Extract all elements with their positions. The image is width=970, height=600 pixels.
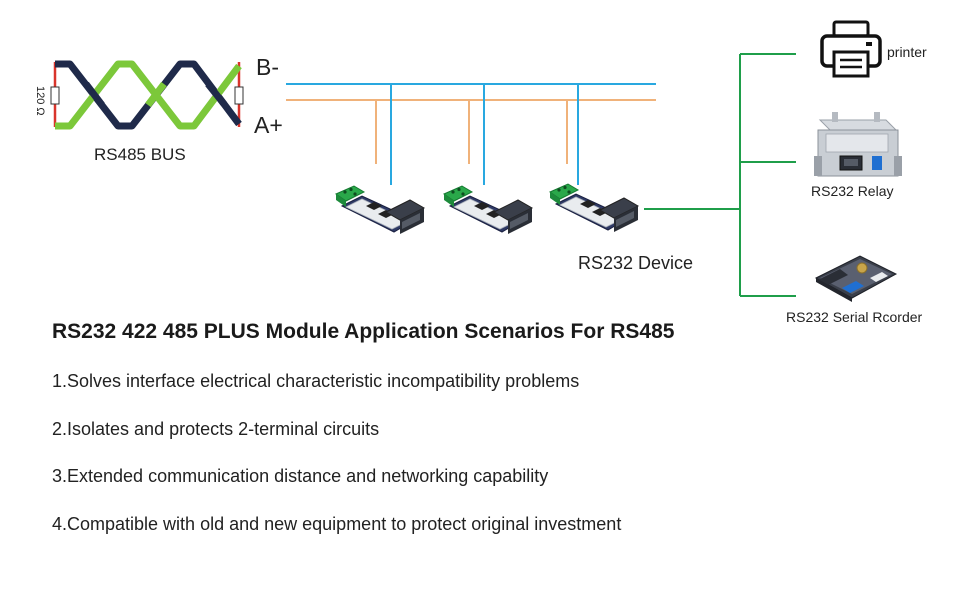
rs232-device-label: RS232 Device — [578, 253, 694, 273]
printer-label: printer — [887, 44, 927, 60]
twist-cross-2 — [145, 81, 167, 108]
relay-icon — [814, 112, 902, 177]
right-resistor — [234, 86, 244, 105]
twist-strand-green — [55, 60, 242, 130]
converter-module-3 — [549, 183, 639, 233]
feature-item-1: 1.Solves interface electrical characteri… — [52, 371, 580, 391]
rs485-bus-label: RS485 BUS — [94, 145, 186, 164]
feature-item-4: 4.Compatible with old and new equipment … — [52, 514, 622, 534]
converter-module-1 — [335, 185, 425, 235]
twist-strand-navy — [55, 60, 242, 130]
b-minus-label: B- — [256, 54, 279, 80]
relay-label: RS232 Relay — [811, 183, 894, 199]
recorder-label: RS232 Serial Rcorder — [786, 309, 923, 325]
bus-drops — [375, 84, 579, 185]
feature-item-2: 2.Isolates and protects 2-terminal circu… — [52, 419, 380, 439]
rs485-bus-twisted-pair — [50, 60, 244, 130]
feature-item-3: 3.Extended communication distance and ne… — [52, 466, 549, 486]
page-heading: RS232 422 485 PLUS Module Application Sc… — [52, 320, 675, 343]
printer-icon — [820, 20, 882, 78]
recorder-board-icon — [814, 255, 898, 302]
rs232-device-wiring — [644, 53, 796, 297]
a-plus-label: A+ — [254, 112, 283, 138]
converter-module-2 — [443, 185, 533, 235]
left-resistor — [50, 86, 60, 105]
resistor-label: 120 Ω — [34, 86, 46, 116]
twist-cross-1 — [83, 81, 105, 108]
twist-cross-3 — [205, 81, 227, 107]
